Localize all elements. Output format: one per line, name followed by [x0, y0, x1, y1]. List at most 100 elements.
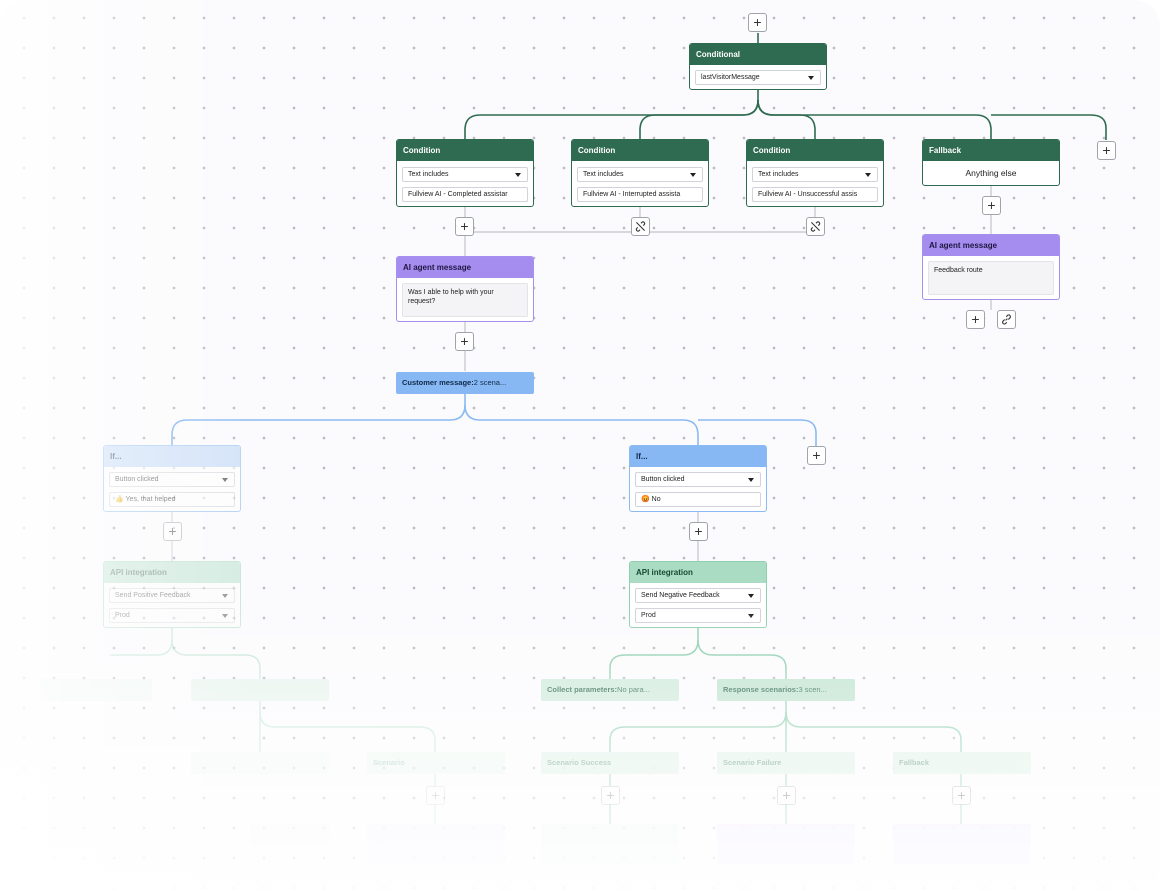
- if-value-input[interactable]: 👍 Yes, that helped: [109, 492, 235, 507]
- fallback-label: Anything else: [965, 168, 1017, 178]
- node-title: API integration: [104, 562, 240, 583]
- select-value: Send Negative Feedback: [641, 592, 720, 599]
- node-title: AI agent message: [397, 257, 533, 278]
- pill-label: Response scenarios:: [723, 685, 799, 694]
- collect-parameters-node[interactable]: Collect parameters:No para...: [541, 679, 679, 701]
- response-scenarios-node[interactable]: Response scenarios:3 scen...: [717, 679, 855, 701]
- condition-operator-select[interactable]: Text includes: [577, 167, 703, 182]
- ai-agent-message-node[interactable]: AI agent message Was I able to help with…: [396, 256, 534, 322]
- input-value: 👍 Yes, that helped: [115, 496, 176, 503]
- condition-value-input[interactable]: Fullview AI - Unsuccessful assis: [752, 187, 878, 202]
- condition-value-input[interactable]: Fullview AI - Interrupted assista: [577, 187, 703, 202]
- add-step-button[interactable]: +: [163, 522, 182, 541]
- conditional-node[interactable]: Conditional lastVisitorMessage: [689, 43, 827, 90]
- customer-message-node[interactable]: Customer message:2 scena...: [396, 372, 534, 394]
- plus-icon: +: [987, 197, 996, 213]
- if-node-no[interactable]: If... Button clicked 😡 No: [629, 445, 767, 512]
- message-text[interactable]: Feedback route: [928, 261, 1054, 295]
- select-value: lastVisitorMessage: [701, 74, 760, 81]
- add-step-button[interactable]: +: [689, 522, 708, 541]
- plus-icon: +: [694, 523, 703, 539]
- api-env-select[interactable]: Prod: [109, 608, 235, 623]
- ghost-node: [40, 679, 152, 701]
- chevron-down-icon: [748, 614, 754, 618]
- condition-node-1[interactable]: Condition Text includes Fullview AI - Co…: [396, 139, 534, 207]
- api-integration-node-negative[interactable]: API integration Send Negative Feedback P…: [629, 561, 767, 628]
- scenario-success-node[interactable]: Scenario Success: [541, 752, 679, 774]
- add-step-button[interactable]: +: [952, 786, 971, 805]
- pill-label: Scenario: [373, 758, 405, 767]
- plus-icon: +: [971, 311, 980, 327]
- ghost-node: [893, 824, 1031, 864]
- ai-agent-message-node-fallback[interactable]: AI agent message Feedback route: [922, 234, 1060, 300]
- pill-label: Scenario Failure: [723, 758, 782, 767]
- plus-icon: +: [606, 787, 615, 803]
- select-value: Button clicked: [641, 476, 685, 483]
- if-operator-select[interactable]: Button clicked: [109, 472, 235, 487]
- condition-operator-select[interactable]: Text includes: [402, 167, 528, 182]
- ghost-node: [541, 824, 679, 864]
- node-title: Condition: [397, 140, 533, 161]
- pill-detail: 3 scen...: [798, 685, 827, 694]
- condition-node-2[interactable]: Condition Text includes Fullview AI - In…: [571, 139, 709, 207]
- plus-icon: +: [460, 333, 469, 349]
- message-text[interactable]: Was I able to help with your request?: [402, 283, 528, 317]
- input-value: 😡 No: [641, 496, 661, 503]
- node-title: If...: [630, 446, 766, 467]
- if-operator-select[interactable]: Button clicked: [635, 472, 761, 487]
- link-button[interactable]: [997, 310, 1016, 329]
- add-step-button[interactable]: +: [455, 217, 474, 236]
- pill-label: Collect parameters:: [547, 685, 618, 694]
- api-integration-node-positive[interactable]: API integration Send Positive Feedback P…: [103, 561, 241, 628]
- link-icon: [1002, 314, 1011, 325]
- add-step-button[interactable]: +: [455, 332, 474, 351]
- plus-icon: +: [431, 787, 440, 803]
- api-action-select[interactable]: Send Positive Feedback: [109, 588, 235, 603]
- condition-operator-select[interactable]: Text includes: [752, 167, 878, 182]
- chevron-down-icon: [222, 478, 228, 482]
- add-scenario-button[interactable]: +: [807, 446, 826, 465]
- unlink-button[interactable]: [631, 217, 650, 236]
- add-step-button[interactable]: +: [777, 786, 796, 805]
- api-action-select[interactable]: Send Negative Feedback: [635, 588, 761, 603]
- select-value: Button clicked: [115, 476, 159, 483]
- select-value: Text includes: [758, 171, 799, 178]
- plus-icon: +: [753, 14, 762, 30]
- pill-detail: 2 scena...: [473, 378, 507, 387]
- condition-node-3[interactable]: Condition Text includes Fullview AI - Un…: [746, 139, 884, 207]
- scenario-failure-node[interactable]: Scenario Failure: [717, 752, 855, 774]
- condition-value-input[interactable]: Fullview AI - Completed assistar: [402, 187, 528, 202]
- ghost-scenario-node[interactable]: Scenario: [367, 752, 505, 774]
- add-step-button[interactable]: +: [982, 196, 1001, 215]
- if-value-input[interactable]: 😡 No: [635, 492, 761, 507]
- unlink-button[interactable]: [806, 217, 825, 236]
- add-step-button-top[interactable]: +: [748, 13, 767, 32]
- pill-label: Scenario Success: [547, 758, 612, 767]
- plus-icon: +: [782, 787, 791, 803]
- plus-icon: +: [812, 447, 821, 463]
- plus-icon: +: [460, 218, 469, 234]
- fallback-node[interactable]: Fallback Anything else: [922, 139, 1060, 186]
- chevron-down-icon: [808, 76, 814, 80]
- ghost-node: [191, 752, 329, 774]
- pill-label: Fallback: [899, 758, 930, 767]
- plus-icon: +: [168, 523, 177, 539]
- chevron-down-icon: [690, 173, 696, 177]
- input-value: Fullview AI - Unsuccessful assis: [758, 191, 858, 198]
- api-env-select[interactable]: Prod: [635, 608, 761, 623]
- if-node-yes[interactable]: If... Button clicked 👍 Yes, that helped: [103, 445, 241, 512]
- add-step-button[interactable]: +: [966, 310, 985, 329]
- pill-label: Customer message:: [402, 378, 474, 387]
- chevron-down-icon: [222, 594, 228, 598]
- conditional-variable-select[interactable]: lastVisitorMessage: [695, 70, 821, 85]
- node-title: Condition: [572, 140, 708, 161]
- node-title: AI agent message: [923, 235, 1059, 256]
- add-step-button[interactable]: +: [426, 786, 445, 805]
- node-title: Conditional: [690, 44, 826, 65]
- add-step-button[interactable]: +: [601, 786, 620, 805]
- select-value: Send Positive Feedback: [115, 592, 191, 599]
- scenario-fallback-node[interactable]: Fallback: [893, 752, 1031, 774]
- select-value: Text includes: [583, 171, 624, 178]
- add-branch-button[interactable]: +: [1097, 141, 1116, 160]
